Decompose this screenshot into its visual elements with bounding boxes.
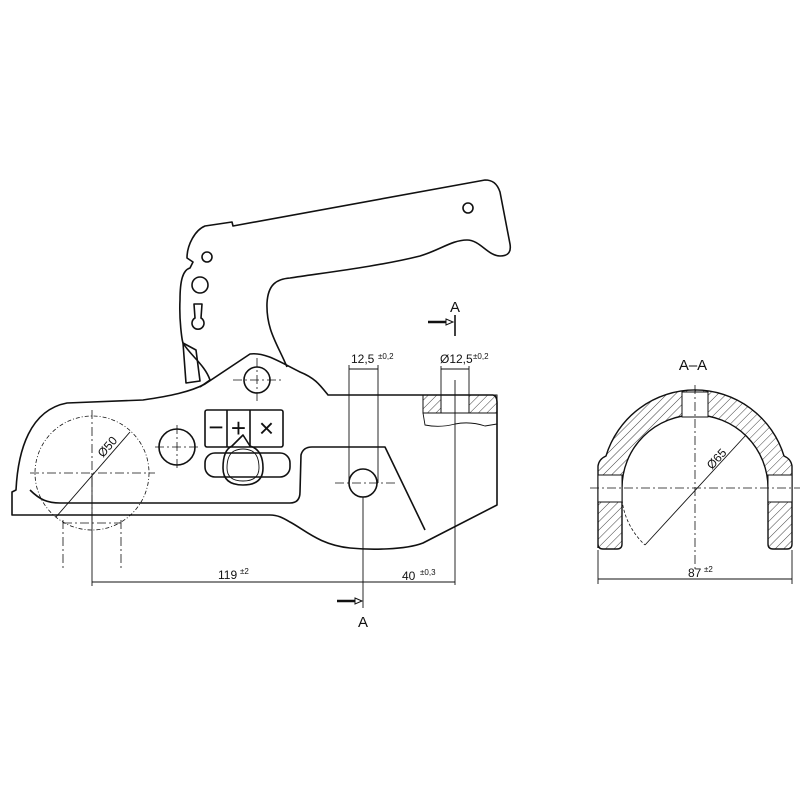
slot-tol-label: ±0,2 [378, 352, 394, 361]
coupling-body: − + × Ø50 [11, 352, 498, 570]
length-main-tol: ±2 [240, 567, 249, 576]
break-line [422, 412, 498, 427]
hole-tol-label: ±0,2 [473, 352, 489, 361]
section-diameter-label: Ø65 [704, 446, 730, 472]
section-view: A–A Ø65 87 ±2 [590, 357, 800, 584]
handle-hole [462, 202, 474, 214]
wear-indicator: − + × [204, 409, 291, 486]
dimensions: 12,5 ±0,2 Ø12,5 ±0,2 119 ±2 40 ±0,3 A A [91, 299, 489, 631]
length-main-label: 119 [218, 568, 237, 582]
indicator-cross: × [259, 413, 274, 443]
length-offset-label: 40 [402, 569, 416, 583]
section-width-tol: ±2 [704, 565, 713, 574]
section-marker-bottom: A [358, 614, 368, 631]
length-offset-tol: ±0,3 [420, 568, 436, 577]
indicator-minus: − [208, 412, 223, 442]
section-title: A–A [679, 357, 707, 374]
section-hatch-right [468, 394, 498, 414]
section-hatch-left [422, 394, 442, 414]
lever-handle [179, 179, 512, 388]
lever-hole-small [201, 251, 213, 263]
lever-hole [191, 276, 209, 294]
hole-diameter-label: Ø12,5 [440, 352, 473, 366]
section-marker-top: A [450, 299, 460, 316]
ball-diameter-label: Ø50 [95, 433, 121, 460]
slot-width-label: 12,5 [351, 352, 375, 366]
section-width-label: 87 [688, 566, 702, 580]
keyhole-slot [191, 303, 205, 330]
